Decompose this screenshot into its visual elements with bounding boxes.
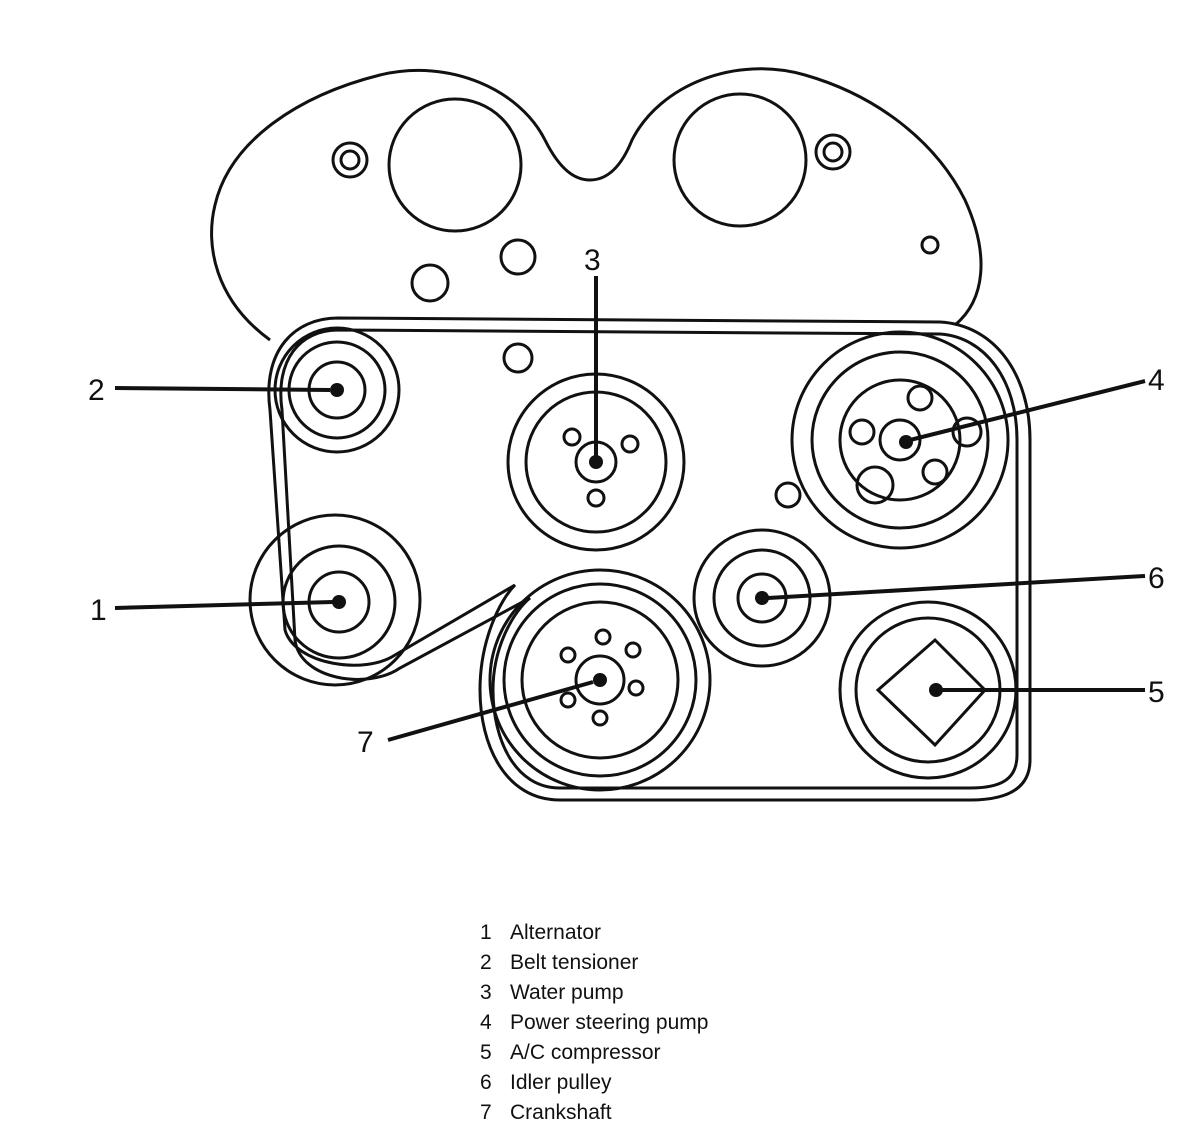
callout-7: 7	[357, 726, 374, 759]
leader-line-7	[387, 680, 594, 742]
power-steering-hole	[921, 458, 949, 486]
power-steering-hole	[906, 384, 934, 412]
leader-line-4	[909, 379, 1146, 442]
engine-cover-outline	[210, 67, 983, 342]
power-steering-hole	[951, 416, 983, 448]
power-steering-ring	[810, 350, 990, 530]
serpentine-belt-inner	[279, 328, 1019, 790]
crankshaft-plate	[520, 600, 680, 760]
crankshaft-hole	[559, 646, 577, 664]
power-steering-hole	[855, 465, 895, 505]
leader-line-1	[114, 600, 334, 610]
legend-number: 6	[480, 1071, 492, 1094]
legend-number: 1	[480, 921, 492, 944]
water-pump-bolt	[586, 488, 606, 508]
callout-4: 4	[1148, 364, 1165, 397]
power-steering-plate	[838, 378, 962, 502]
idler-ring	[712, 548, 812, 648]
callout-6: 6	[1148, 562, 1165, 595]
legend-item: 4 Power steering pump	[480, 1008, 708, 1038]
alternator-housing	[248, 513, 422, 687]
idler-pulley	[692, 528, 832, 668]
crankshaft-pulley	[488, 568, 712, 792]
cover-bore-left	[387, 97, 523, 233]
legend-label: Alternator	[510, 921, 602, 944]
legend-label: Idler pulley	[510, 1071, 612, 1094]
legend-item: 6 Idler pulley	[480, 1068, 708, 1098]
power-steering-hole	[848, 418, 876, 446]
crankshaft-hole	[559, 691, 577, 709]
callout-3: 3	[584, 244, 601, 277]
crankshaft-hub	[574, 654, 626, 706]
cover-bolt-left-inner	[339, 149, 361, 171]
leader-line-2	[114, 386, 331, 392]
crankshaft-hole	[627, 679, 645, 697]
callout-1: 1	[90, 594, 107, 627]
legend-number: 3	[480, 981, 492, 1004]
crankshaft-ring	[502, 582, 698, 778]
callout-5: 5	[1148, 676, 1165, 709]
legend-label: Power steering pump	[510, 1011, 709, 1034]
legend-label: Crankshaft	[510, 1101, 612, 1124]
legend-item: 3 Water pump	[480, 978, 708, 1008]
legend-item: 2 Belt tensioner	[480, 948, 708, 978]
crankshaft-hole	[591, 709, 609, 727]
water-pump-bolt	[562, 427, 582, 447]
legend-item: 7 Crankshaft	[480, 1098, 708, 1128]
legend-number: 5	[480, 1041, 492, 1064]
cover-bolt-right-inner	[822, 141, 844, 163]
cover-bolt-right	[814, 133, 852, 171]
legend-item: 5 A/C compressor	[480, 1038, 708, 1068]
legend-label: Belt tensioner	[510, 951, 639, 974]
cover-bore-right	[672, 92, 808, 228]
power-steering-hub	[878, 418, 922, 462]
cover-hole-4	[920, 235, 940, 255]
power-steering-pulley	[790, 330, 1010, 550]
callout-2: 2	[88, 374, 105, 407]
serpentine-belt	[267, 316, 1032, 802]
water-pump-bolt	[620, 434, 640, 454]
cover-hole-2	[499, 238, 537, 276]
legend-number: 7	[480, 1101, 492, 1124]
legend-label: A/C compressor	[510, 1041, 661, 1064]
leader-line-6	[767, 574, 1146, 600]
cover-hole-3	[502, 342, 534, 374]
legend-label: Water pump	[510, 981, 624, 1004]
crankshaft-hole	[624, 641, 642, 659]
legend-number: 4	[480, 1011, 492, 1034]
legend-number: 2	[480, 951, 492, 974]
legend-item: 1 Alternator	[480, 918, 708, 948]
crankshaft-hole	[594, 628, 612, 646]
bracket-bolt	[774, 481, 802, 509]
cover-hole-1	[410, 263, 450, 303]
cover-bolt-left	[331, 141, 369, 179]
